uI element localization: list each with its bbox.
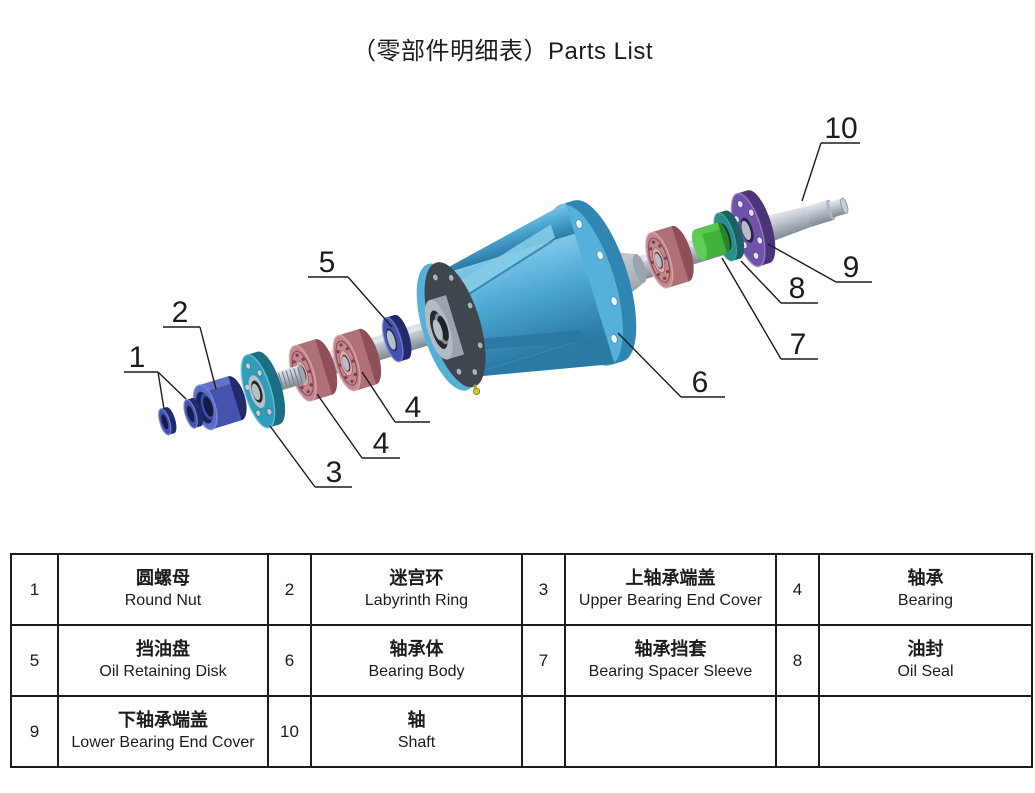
part-name-en: Round Nut — [124, 592, 202, 609]
round-nut-1 — [155, 405, 180, 437]
part-number-cell — [521, 695, 566, 768]
table-row: 1 圆螺母 Round Nut 2 迷宫环 Labyrinth Ring 3 上轴承端盖 Upp… — [10, 553, 1033, 626]
callout-label-4: 4 — [405, 391, 422, 424]
part-name-en: Bearing Spacer Sleeve — [588, 663, 753, 680]
bearing-body — [416, 200, 647, 395]
labyrinth-ring — [192, 376, 247, 431]
parts-table: 1 圆螺母 Round Nut 2 迷宫环 Labyrinth Ring 3 上轴承端盖 Upp… — [10, 553, 1033, 768]
part-name-en: Labyrinth Ring — [364, 592, 469, 609]
part-name-cell: 油封 Oil Seal — [818, 624, 1033, 697]
callout-label-8: 8 — [789, 272, 806, 305]
bearing-spacer-sleeve — [691, 222, 730, 261]
callout-label-10: 10 — [824, 112, 857, 145]
part-number-cell — [775, 695, 820, 768]
callout-label-5: 5 — [319, 246, 336, 279]
part-number-cell: 8 — [775, 624, 820, 697]
part-name-en: Oil Seal — [897, 663, 954, 680]
leader-line — [347, 276, 393, 328]
part-name-en: Bearing Body — [368, 663, 465, 680]
part-name-cell — [564, 695, 777, 768]
leader-line — [767, 243, 837, 283]
part-number-cell: 9 — [10, 695, 59, 768]
callout-label-6: 6 — [692, 366, 709, 399]
part-name-cell: 下轴承端盖 Lower Bearing End Cover — [57, 695, 269, 768]
part-name-zh: 迷宫环 — [389, 568, 444, 588]
callout-label-3: 3 — [326, 456, 343, 489]
callout-label-2: 2 — [172, 296, 189, 329]
page-title: （零部件明细表）Parts List — [351, 38, 654, 65]
part-name-cell: 轴 Shaft — [310, 695, 523, 768]
part-number-cell: 5 — [10, 624, 59, 697]
leader-line — [157, 371, 187, 400]
leader-line — [801, 142, 822, 202]
leader-line — [721, 257, 782, 360]
grease-fitting — [472, 384, 481, 395]
part-number-cell: 2 — [267, 553, 312, 626]
part-name-cell: 轴承体 Bearing Body — [310, 624, 523, 697]
bearing-right — [639, 222, 700, 292]
part-number-cell: 6 — [267, 624, 312, 697]
upper-bearing-end-cover — [240, 351, 286, 429]
callout-label-9: 9 — [843, 251, 860, 284]
part-name-zh: 轴承 — [907, 568, 944, 588]
part-name-cell: 迷宫环 Labyrinth Ring — [310, 553, 523, 626]
part-number-cell: 7 — [521, 624, 566, 697]
part-name-cell: 轴承挡套 Bearing Spacer Sleeve — [564, 624, 777, 697]
part-name-en: Shaft — [397, 734, 436, 751]
part-name-cell — [818, 695, 1033, 768]
callout-label-4: 4 — [373, 427, 390, 460]
callout-label-7: 7 — [790, 328, 807, 361]
leader-line — [269, 425, 316, 488]
part-number-cell: 4 — [775, 553, 820, 626]
parts-table-wrap: 1 圆螺母 Round Nut 2 迷宫环 Labyrinth Ring 3 上轴承端盖 Upp… — [10, 553, 1033, 768]
part-number-cell: 10 — [267, 695, 312, 768]
part-name-en: Oil Retaining Disk — [99, 663, 227, 680]
leader-line — [157, 371, 165, 410]
part-name-en: Bearing — [897, 592, 954, 609]
part-name-zh: 上轴承端盖 — [625, 568, 716, 588]
part-name-zh: 下轴承端盖 — [118, 710, 208, 730]
leader-line — [361, 371, 396, 423]
leader-line — [740, 260, 782, 304]
part-number-cell: 1 — [10, 553, 59, 626]
assembly — [155, 190, 849, 437]
part-name-zh: 油封 — [907, 639, 944, 659]
part-name-cell: 上轴承端盖 Upper Bearing End Cover — [564, 553, 777, 626]
part-name-zh: 轴承挡套 — [634, 639, 707, 659]
threaded-shaft-stub — [275, 365, 306, 391]
leader-line — [617, 332, 682, 398]
parts-table-body: 1 圆螺母 Round Nut 2 迷宫环 Labyrinth Ring 3 上轴承端盖 Upp… — [10, 553, 1033, 768]
part-name-cell: 挡油盘 Oil Retaining Disk — [57, 624, 269, 697]
lower-bearing-end-cover — [730, 190, 776, 268]
part-name-cell: 轴承 Bearing — [818, 553, 1033, 626]
part-name-zh: 圆螺母 — [136, 568, 190, 588]
table-row: 9 下轴承端盖 Lower Bearing End Cover 10 轴 Shaft — [10, 695, 1033, 768]
part-name-en: Upper Bearing End Cover — [578, 592, 763, 609]
part-name-zh: 轴 — [407, 710, 426, 730]
part-name-zh: 轴承体 — [389, 639, 444, 659]
part-number-cell: 3 — [521, 553, 566, 626]
leader-line — [199, 326, 217, 390]
callout-label-1: 1 — [129, 341, 146, 374]
part-name-cell: 圆螺母 Round Nut — [57, 553, 269, 626]
leader-line — [316, 393, 363, 459]
part-name-en: Lower Bearing End Cover — [71, 734, 255, 751]
part-name-zh: 挡油盘 — [136, 639, 190, 659]
